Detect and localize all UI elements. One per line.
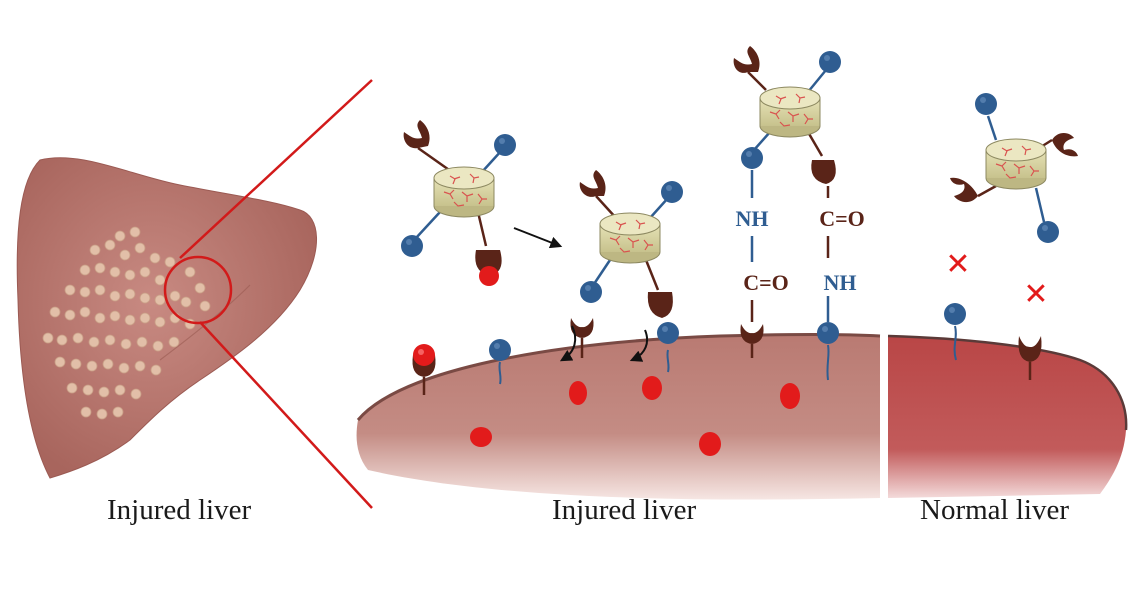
surface-receptor-red-cup (412, 344, 436, 395)
pointer-line-bottom (199, 321, 373, 509)
chem-label-nh-left: NH (736, 206, 769, 231)
cross-icon: ✕ (1023, 277, 1048, 312)
cross-icon: ✕ (945, 247, 970, 282)
surface-ligand-blue (489, 339, 511, 385)
caption-injured-liver-left: Injured liver (107, 494, 252, 526)
arrow-icon (629, 329, 649, 362)
arrow-icon (513, 227, 563, 249)
red-dot-icon (470, 427, 492, 447)
bound-ligand-blue (657, 322, 679, 373)
red-dot-icon (569, 381, 587, 405)
red-dot-icon (699, 432, 721, 456)
chem-label-nh-right: NH (824, 270, 857, 295)
normal-tissue-surface (887, 334, 1128, 498)
caption-normal-liver: Normal liver (920, 494, 1069, 526)
caption-injured-liver-middle: Injured liver (552, 494, 697, 526)
normal-surface-ligand-blue (944, 303, 966, 361)
injured-liver-organ (16, 157, 317, 479)
zoom-circle (163, 255, 233, 325)
pointer-line-top (179, 79, 373, 259)
linked-nanoparticle (733, 46, 841, 381)
red-dot-icon (780, 383, 800, 409)
binding-nanoparticle (579, 170, 683, 318)
bound-receptor-brown (570, 318, 594, 358)
normal-surface-receptor-brown (1018, 336, 1042, 380)
chem-label-co-right: C=O (819, 206, 865, 231)
nonbinding-nanoparticle (950, 93, 1078, 243)
red-dot-icon (642, 376, 662, 400)
chem-label-co-left: C=O (743, 270, 789, 295)
free-nanoparticle (401, 120, 516, 286)
red-markers (470, 376, 800, 456)
arrow-icon (559, 325, 577, 362)
lesion-dots (42, 226, 211, 420)
